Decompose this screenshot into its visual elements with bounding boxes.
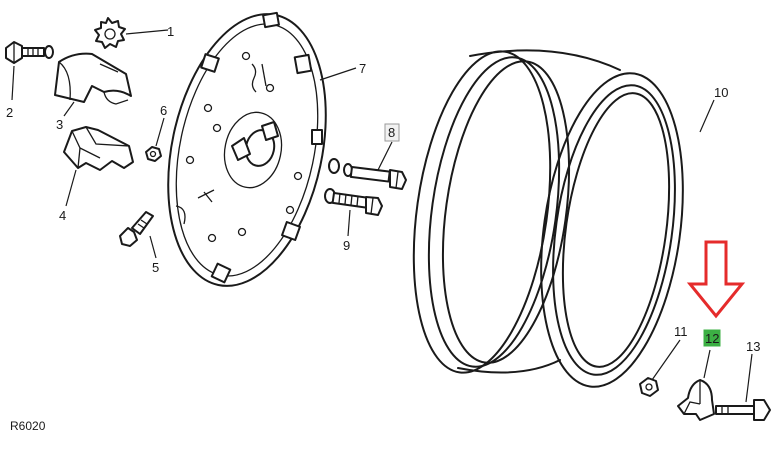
callout-12: 12 (705, 331, 719, 346)
callout-8-box (384, 123, 400, 142)
part-wheel-rim (412, 49, 684, 388)
callout-13: 13 (746, 339, 760, 354)
figure-code: R6020 (10, 419, 46, 433)
part-bolt-long (715, 399, 771, 421)
callout-1: 1 (167, 24, 174, 39)
part-wheel-disc (167, 11, 327, 287)
leader-lines (11, 29, 753, 403)
callout-9: 9 (343, 238, 350, 253)
part-curved-clamp (54, 52, 132, 105)
callout-11: 11 (674, 324, 688, 339)
part-clamp-bracket (677, 379, 715, 421)
part-stud-bolt (119, 211, 154, 247)
part-bolt-short (5, 41, 54, 64)
callout-4: 4 (59, 208, 66, 223)
callout-numbers: 1 2 3 4 5 6 7 8 9 10 11 12 13 (6, 24, 760, 354)
callout-3: 3 (56, 117, 63, 132)
callout-6: 6 (160, 103, 167, 118)
callout-12-box (703, 329, 721, 347)
part-serrated-nut (94, 17, 126, 49)
callout-2: 2 (6, 105, 13, 120)
part-clamp-block (63, 126, 134, 171)
part-small-nut (145, 146, 162, 162)
part-threaded-bolt (324, 188, 383, 216)
callout-8: 8 (388, 125, 395, 140)
callout-10: 10 (714, 85, 728, 100)
callout-5: 5 (152, 260, 159, 275)
part-flange-nut (639, 377, 659, 397)
callout-7: 7 (359, 61, 366, 76)
red-arrow-icon (686, 240, 746, 319)
part-long-bolt (328, 158, 407, 190)
